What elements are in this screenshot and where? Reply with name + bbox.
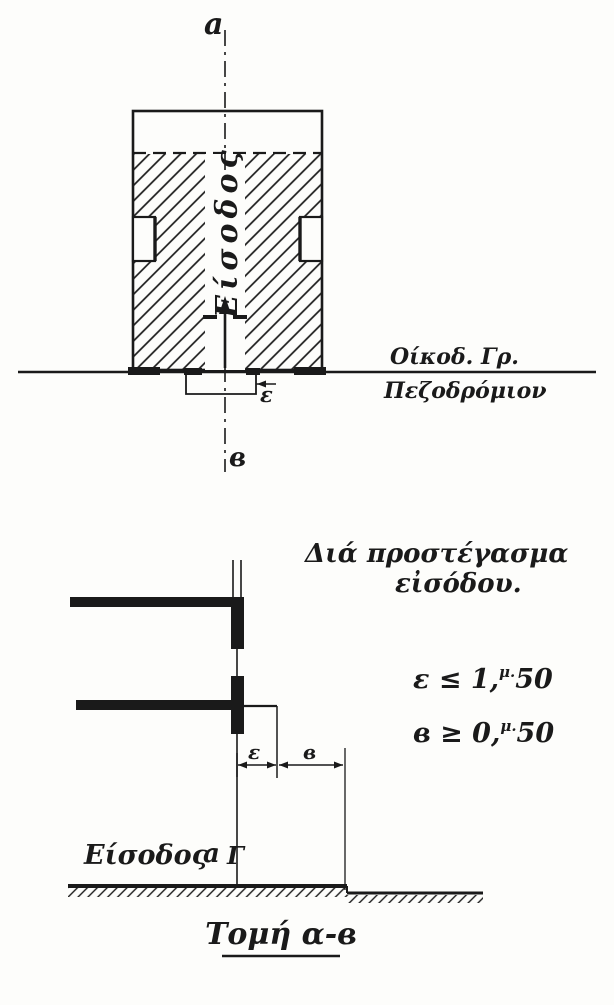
beta-inequality-sup: μ.	[500, 717, 516, 735]
base-pad	[128, 367, 160, 375]
epsilon-dim-arrow-left-icon	[238, 761, 247, 769]
base-pad	[246, 368, 260, 375]
niche-left	[131, 215, 157, 263]
epsilon-dim-arrow-right-icon	[267, 761, 276, 769]
upper-beam	[231, 597, 244, 649]
epsilon-inequality-sup: μ.	[499, 663, 515, 681]
section-entrance-label: Είσοδος	[83, 840, 209, 871]
threshold-step-outline	[185, 372, 257, 395]
canopy-beam	[231, 676, 244, 734]
plan-view: a в Είσοδος ε Οίκοδ. Γρ. Πεζοδρόμιον	[18, 7, 596, 473]
beta-dim-arrow-right-icon	[334, 761, 343, 769]
beta-inequality-lhs: в ≥ 0,	[413, 718, 500, 749]
ground-point-g-label: Γ	[226, 841, 246, 870]
building-line-label: Οίκοδ. Γρ.	[390, 344, 519, 370]
plan-epsilon-label: ε	[260, 382, 273, 407]
epsilon-inequality: ε ≤ 1,μ.50	[413, 663, 553, 695]
section-epsilon-label: ε	[248, 740, 260, 764]
section-caption: Τομή α-в	[205, 917, 357, 952]
section-view: Διά προστέγασμα εἰσόδου. ε в ε ≤ 1,μ.50 …	[68, 539, 568, 958]
plan-entrance-label: Είσοδος	[210, 145, 245, 319]
plan-epsilon-arrow-icon	[257, 380, 266, 388]
section-note-line1: Διά προστέγασμα	[303, 539, 568, 569]
canopy-slab	[76, 700, 233, 710]
niche-right	[298, 215, 324, 263]
upper-floor-slab	[70, 597, 233, 607]
wall-base-pads	[128, 367, 326, 375]
entrance-arrow-head-icon	[219, 296, 231, 314]
beta-inequality: в ≥ 0,μ.50	[413, 717, 554, 749]
section-note-line2: εἰσόδου.	[395, 569, 522, 599]
section-beta-label: в	[303, 740, 316, 764]
beta-inequality-rest: 50	[517, 718, 555, 749]
beta-dim-arrow-left-icon	[279, 761, 288, 769]
epsilon-inequality-lhs: ε ≤ 1,	[413, 664, 499, 695]
plan-axis-bottom-label: в	[229, 443, 246, 473]
sidewalk-label: Πεζοδρόμιον	[383, 378, 547, 404]
ground-point-a-label: a	[203, 839, 220, 869]
plan-axis-top-label: a	[204, 7, 223, 42]
base-pad	[294, 367, 326, 375]
ground-hatch-right	[347, 895, 483, 903]
ground-hatch-left	[68, 888, 347, 897]
base-pad	[184, 368, 202, 375]
epsilon-inequality-rest: 50	[515, 664, 553, 695]
